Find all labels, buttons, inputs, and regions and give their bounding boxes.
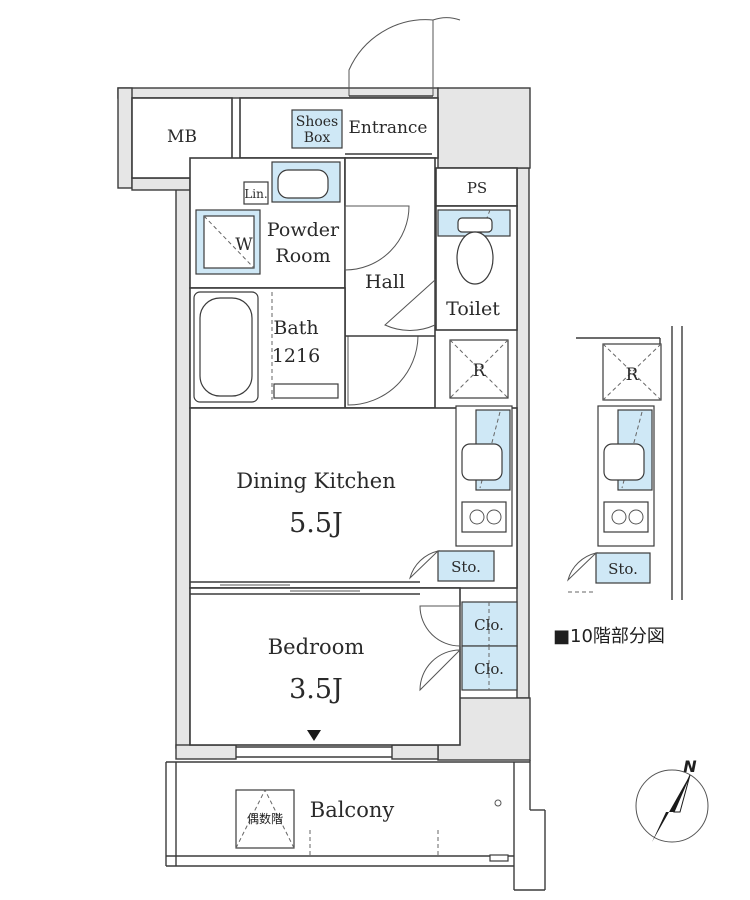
compass-ring: [635, 769, 709, 843]
powder-room: Lin. W Powder Room: [189, 157, 346, 289]
toilet-tank: [457, 217, 493, 233]
bath-room: Bath 1216: [189, 287, 346, 409]
hall-area: Hall: [344, 157, 436, 409]
escape-hatch: [235, 789, 295, 849]
refrigerator-label: R: [473, 361, 487, 381]
storage-closet: [437, 550, 495, 582]
dining-kitchen-label: Dining Kitchen: [236, 469, 396, 493]
inset-storage-label: Sto.: [608, 560, 638, 578]
vanity-sink: [277, 169, 329, 199]
closet-1-label: Clo.: [474, 616, 504, 634]
shoes-box: [291, 109, 343, 149]
bath-label-line2: 1216: [272, 345, 320, 367]
entrance-label: Entrance: [349, 118, 428, 138]
storage-label: Sto.: [451, 558, 481, 576]
toilet-label: Toilet: [446, 298, 500, 320]
linen-cabinet: [243, 181, 269, 205]
inset-stove: [603, 501, 649, 533]
bath-label-line1: Bath: [273, 317, 318, 339]
compass: N: [635, 757, 709, 843]
powder-room-label-line2: Room: [275, 245, 330, 267]
inset-kitchen-sink: [603, 443, 645, 481]
closet-2-label: Clo.: [474, 660, 504, 678]
kitchen-sink: [461, 443, 503, 481]
dining-kitchen-size: 5.5J: [289, 508, 343, 539]
balcony-label: Balcony: [310, 798, 395, 822]
ps-area: PS: [435, 167, 518, 207]
washer-label: W: [235, 235, 253, 255]
entry-door: [348, 17, 461, 97]
bedroom-label: Bedroom: [268, 635, 365, 659]
ps-label: PS: [467, 179, 487, 197]
refrigerator-space: [449, 339, 509, 399]
shoes-box-label-line2: Box: [304, 130, 331, 146]
linen-label: Lin.: [244, 187, 267, 201]
even-floor-mark: 偶数階: [247, 811, 283, 826]
toilet-room: Toilet: [435, 205, 518, 331]
dining-kitchen: R Dining Kitchen 5.5J Sto.: [189, 339, 518, 589]
hall-label: Hall: [365, 271, 405, 293]
inset-refrigerator-space: [602, 343, 662, 401]
stove: [461, 501, 507, 533]
outer-walls: [117, 87, 531, 761]
window-marker: [307, 730, 321, 741]
inset-refrigerator-label: R: [626, 365, 640, 385]
bathtub-inner: [199, 297, 253, 397]
balcony: 偶数階 Balcony: [165, 760, 546, 891]
compass-needle: [652, 775, 690, 842]
bedroom-size: 3.5J: [289, 674, 343, 705]
inset-storage-closet: [595, 552, 651, 584]
bedroom: Clo. Clo. Bedroom 3.5J: [189, 581, 518, 746]
shoes-box-label-line1: Shoes: [296, 114, 339, 130]
bath-counter: [273, 383, 339, 399]
inset-10f: R Sto. ■10階部分図: [553, 326, 683, 647]
toilet-bowl: [456, 231, 494, 285]
entrance-area: Shoes Box Entrance: [239, 97, 439, 159]
powder-room-label-line1: Powder: [267, 219, 340, 241]
compass-north-label: N: [683, 757, 697, 776]
mb-label: MB: [167, 127, 197, 147]
inset-caption: ■10階部分図: [553, 626, 665, 647]
